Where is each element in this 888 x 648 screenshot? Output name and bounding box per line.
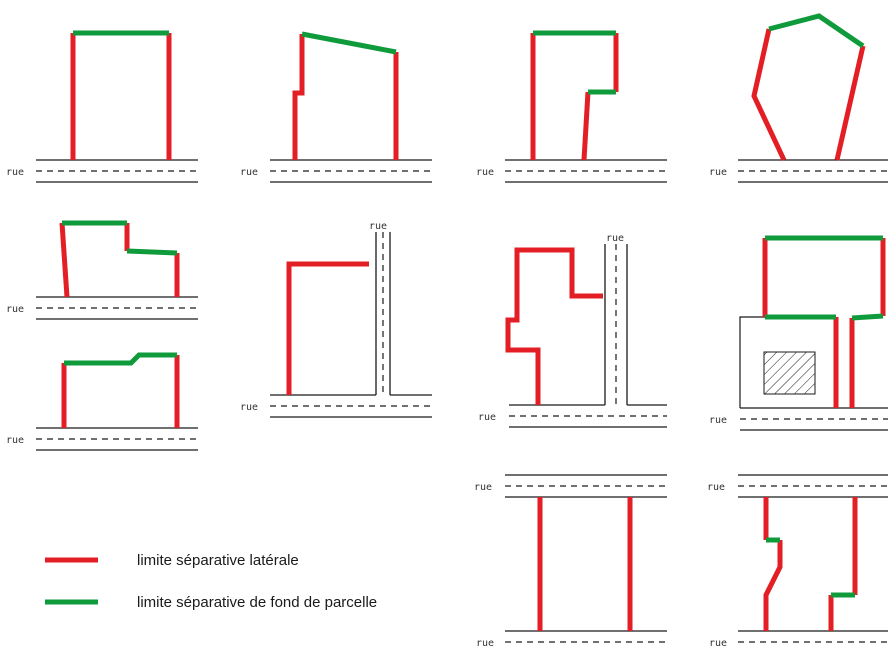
example-corner-parcel: rue rue	[240, 221, 432, 418]
legend: limite séparative latérale limite sépara…	[45, 552, 377, 611]
street-label: rue	[478, 412, 496, 423]
example-stepped-rear-parcel: rue	[6, 220, 198, 320]
existing-building	[763, 351, 816, 395]
street-label: rue	[6, 435, 24, 446]
street-label: rue	[240, 167, 258, 178]
example-flag-parcel: rue	[709, 235, 888, 431]
example-sloped-rear-parcel: rue	[240, 31, 432, 183]
example-irregular-corner-parcel: rue rue	[478, 233, 667, 428]
street-label: rue	[709, 638, 727, 648]
street-label: rue	[240, 402, 258, 413]
street-label: rue	[6, 304, 24, 315]
street-label: rue	[6, 167, 24, 178]
street-label: rue	[709, 415, 727, 426]
street-label: rue	[474, 482, 492, 493]
example-rectangular-parcel: rue	[6, 30, 198, 183]
street-label: rue	[606, 233, 624, 244]
street-label: rue	[707, 482, 725, 493]
street-label: rue	[369, 221, 387, 232]
street-label: rue	[709, 167, 727, 178]
example-stepped-parcel: rue	[476, 30, 667, 183]
street-label: rue	[476, 638, 494, 648]
example-irregular-through-parcel: rue rue	[707, 474, 888, 648]
example-irregular-parcel: rue	[709, 13, 888, 183]
street-label: rue	[476, 167, 494, 178]
legend-rear-label: limite séparative de fond de parcelle	[137, 594, 377, 611]
example-chamfered-rear-parcel: rue	[6, 352, 198, 451]
example-through-parcel: rue rue	[474, 474, 667, 648]
legend-lateral-label: limite séparative latérale	[137, 552, 299, 569]
